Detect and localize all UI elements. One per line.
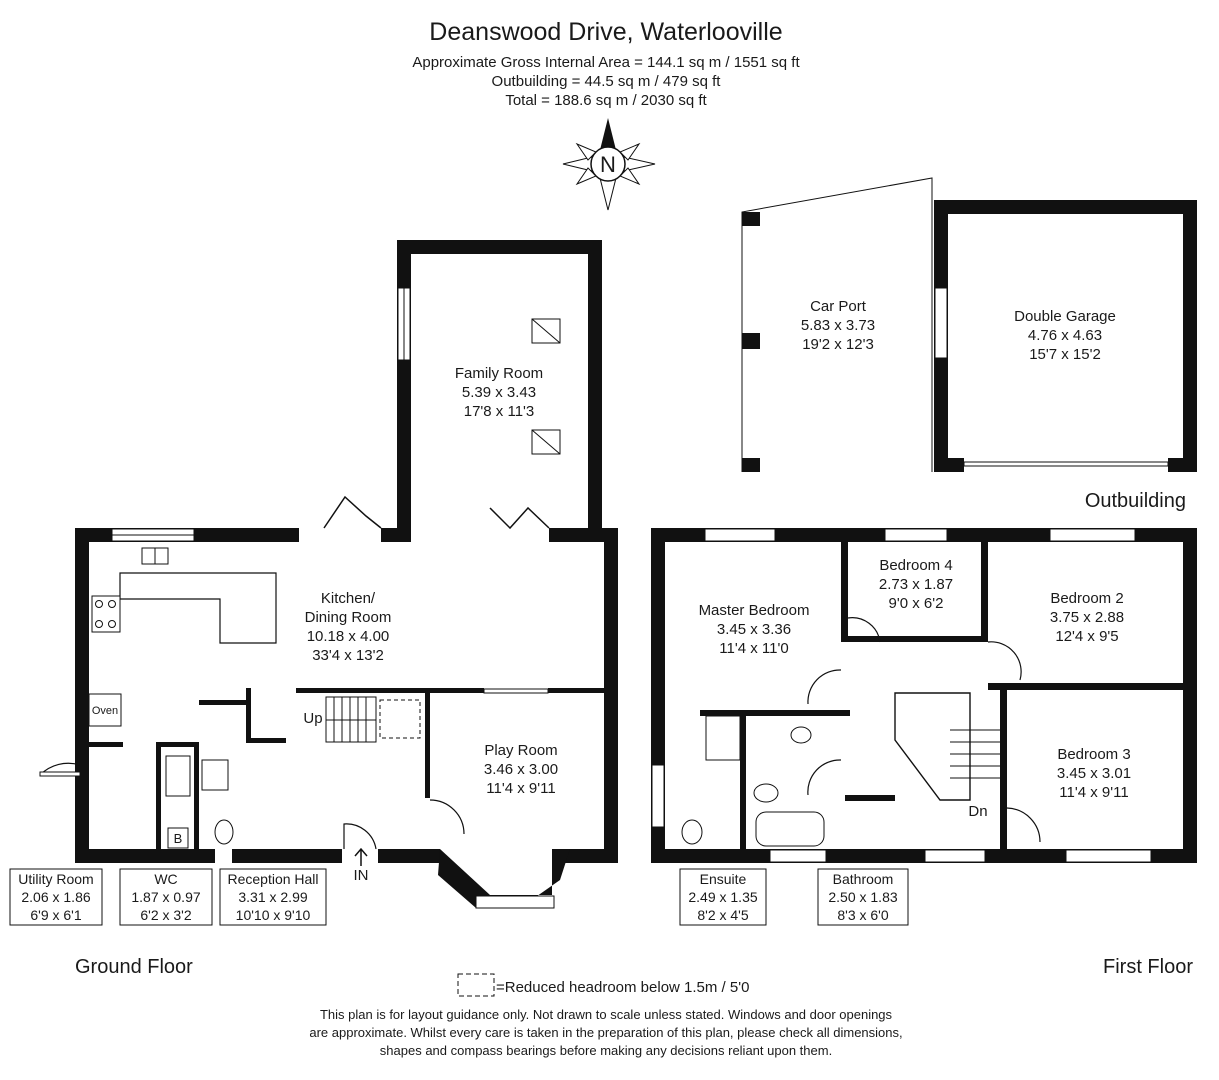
room-kitchen-dining: Kitchen/ Dining Room 10.18 x 4.00 33'4 x… xyxy=(305,590,392,664)
up-label: Up xyxy=(303,710,322,727)
svg-text:6'2 x 3'2: 6'2 x 3'2 xyxy=(140,907,191,923)
svg-text:4.76 x 4.63: 4.76 x 4.63 xyxy=(1028,327,1102,344)
svg-text:8'2 x 4'5: 8'2 x 4'5 xyxy=(697,907,748,923)
room-play-room: Play Room 3.46 x 3.00 11'4 x 9'11 xyxy=(484,742,558,797)
svg-text:2.06 x 1.86: 2.06 x 1.86 xyxy=(21,889,90,905)
svg-text:10'10 x 9'10: 10'10 x 9'10 xyxy=(236,907,311,923)
room-master-bedroom: Master Bedroom 3.45 x 3.36 11'4 x 11'0 xyxy=(699,602,810,657)
room-family-room: Family Room 5.39 x 3.43 17'8 x 11'3 xyxy=(455,365,543,420)
svg-text:5.39 x 3.43: 5.39 x 3.43 xyxy=(462,384,536,401)
svg-text:Kitchen/: Kitchen/ xyxy=(321,590,376,607)
entrance-label: IN xyxy=(354,867,369,884)
svg-text:11'4 x 9'11: 11'4 x 9'11 xyxy=(486,780,555,797)
svg-text:Dining Room: Dining Room xyxy=(305,609,392,626)
room-bedroom-4: Bedroom 4 2.73 x 1.87 9'0 x 6'2 xyxy=(879,557,953,612)
disclaimer-line-1: This plan is for layout guidance only. N… xyxy=(320,1007,893,1022)
svg-text:11'4 x 9'11: 11'4 x 9'11 xyxy=(1059,784,1128,801)
outbuilding-plan xyxy=(741,177,1197,472)
room-wc: WC 1.87 x 0.97 6'2 x 3'2 xyxy=(119,868,213,926)
svg-text:Bedroom 3: Bedroom 3 xyxy=(1057,746,1130,763)
down-label: Dn xyxy=(968,803,987,820)
room-bedroom-2: Bedroom 2 3.75 x 2.88 12'4 x 9'5 xyxy=(1050,590,1124,645)
svg-text:17'8 x 11'3: 17'8 x 11'3 xyxy=(464,403,535,420)
svg-text:33'4 x 13'2: 33'4 x 13'2 xyxy=(312,647,384,664)
svg-text:Bedroom 2: Bedroom 2 xyxy=(1050,590,1123,607)
svg-text:2.73 x 1.87: 2.73 x 1.87 xyxy=(879,576,953,593)
room-reception-hall: Reception Hall 3.31 x 2.99 10'10 x 9'10 xyxy=(219,868,327,926)
svg-text:6'9 x 6'1: 6'9 x 6'1 xyxy=(30,907,81,923)
svg-text:Car Port: Car Port xyxy=(810,298,867,315)
staircase-first xyxy=(894,692,1000,801)
first-floor-plan: Dn xyxy=(651,528,1197,863)
svg-text:19'2 x 12'3: 19'2 x 12'3 xyxy=(802,336,874,353)
svg-text:Ensuite: Ensuite xyxy=(700,871,747,887)
svg-text:3.31 x 2.99: 3.31 x 2.99 xyxy=(238,889,307,905)
room-ensuite: Ensuite 2.49 x 1.35 8'2 x 4'5 xyxy=(679,868,767,926)
oven-label: Oven xyxy=(92,705,118,717)
svg-text:10.18 x 4.00: 10.18 x 4.00 xyxy=(307,628,390,645)
ground-floor-plan: Oven B Up IN xyxy=(39,240,618,909)
disclaimer-line-2: are approximate. Whilst every care is ta… xyxy=(309,1025,902,1040)
room-bathroom: Bathroom 2.50 x 1.83 8'3 x 6'0 xyxy=(817,868,909,926)
boiler-label: B xyxy=(174,831,183,846)
svg-text:8'3 x 6'0: 8'3 x 6'0 xyxy=(837,907,888,923)
gross-area-line: Approximate Gross Internal Area = 144.1 … xyxy=(412,54,800,71)
compass-north-icon: N xyxy=(562,118,656,211)
headroom-legend: =Reduced headroom below 1.5m / 5'0 xyxy=(457,973,749,997)
page-title: Deanswood Drive, Waterlooville xyxy=(429,18,782,46)
svg-text:15'7 x 15'2: 15'7 x 15'2 xyxy=(1029,346,1101,363)
ground-floor-label: Ground Floor xyxy=(75,956,193,978)
room-utility: Utility Room 2.06 x 1.86 6'9 x 6'1 xyxy=(9,868,103,926)
svg-text:Bedroom 4: Bedroom 4 xyxy=(879,557,952,574)
first-floor-label: First Floor xyxy=(1103,956,1193,978)
svg-text:WC: WC xyxy=(154,871,177,887)
svg-text:3.75 x 2.88: 3.75 x 2.88 xyxy=(1050,609,1124,626)
svg-text:Master Bedroom: Master Bedroom xyxy=(699,602,810,619)
room-car-port: Car Port 5.83 x 3.73 19'2 x 12'3 xyxy=(801,298,875,353)
outbuilding-label: Outbuilding xyxy=(1085,490,1186,512)
svg-text:Family Room: Family Room xyxy=(455,365,543,382)
outbuilding-area-line: Outbuilding = 44.5 sq m / 479 sq ft xyxy=(492,73,722,90)
staircase-ground xyxy=(325,696,377,743)
room-bedroom-3: Bedroom 3 3.45 x 3.01 11'4 x 9'11 xyxy=(1057,746,1131,801)
compass-label: N xyxy=(600,152,616,177)
total-area-line: Total = 188.6 sq m / 2030 sq ft xyxy=(505,92,707,109)
svg-text:Double Garage: Double Garage xyxy=(1014,308,1116,325)
disclaimer-line-3: shapes and compass bearings before makin… xyxy=(380,1043,832,1058)
svg-text:Play Room: Play Room xyxy=(484,742,557,759)
legend-text: =Reduced headroom below 1.5m / 5'0 xyxy=(496,979,749,996)
svg-text:11'4 x 11'0: 11'4 x 11'0 xyxy=(719,640,788,657)
svg-text:9'0 x 6'2: 9'0 x 6'2 xyxy=(889,595,944,612)
svg-text:1.87 x 0.97: 1.87 x 0.97 xyxy=(131,889,200,905)
svg-text:12'4 x 9'5: 12'4 x 9'5 xyxy=(1055,628,1118,645)
svg-text:2.50 x 1.83: 2.50 x 1.83 xyxy=(828,889,897,905)
svg-text:Utility Room: Utility Room xyxy=(18,871,93,887)
svg-text:Bathroom: Bathroom xyxy=(833,871,894,887)
svg-text:5.83 x 3.73: 5.83 x 3.73 xyxy=(801,317,875,334)
svg-text:3.45 x 3.01: 3.45 x 3.01 xyxy=(1057,765,1131,782)
svg-text:3.45 x 3.36: 3.45 x 3.36 xyxy=(717,621,791,638)
svg-text:3.46 x 3.00: 3.46 x 3.00 xyxy=(484,761,558,778)
svg-text:2.49 x 1.35: 2.49 x 1.35 xyxy=(688,889,757,905)
svg-text:Reception Hall: Reception Hall xyxy=(227,871,318,887)
reduced-headroom-swatch xyxy=(457,973,495,997)
room-double-garage: Double Garage 4.76 x 4.63 15'7 x 15'2 xyxy=(1014,308,1116,363)
